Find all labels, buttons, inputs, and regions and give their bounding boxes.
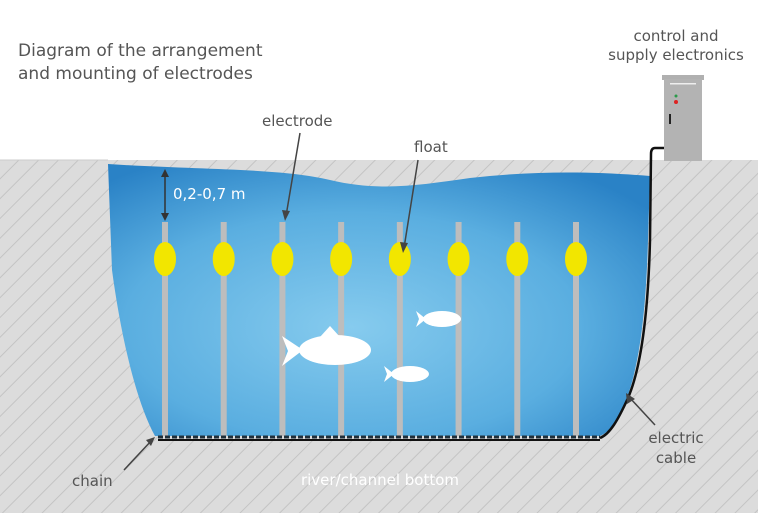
electrode-pointer bbox=[285, 132, 301, 217]
fish-large bbox=[282, 326, 371, 366]
depth-label: 0,2-0,7 m bbox=[173, 185, 246, 203]
float bbox=[447, 242, 470, 276]
electrode bbox=[279, 222, 286, 436]
float bbox=[330, 242, 353, 276]
chain-pointer bbox=[123, 439, 153, 471]
chain-label: chain bbox=[72, 472, 113, 490]
float bbox=[271, 242, 294, 276]
electrode bbox=[338, 222, 345, 436]
electric-cable bbox=[599, 146, 664, 440]
title-line1: Diagram of the arrangement bbox=[18, 41, 263, 61]
float bbox=[212, 242, 235, 276]
electrode bbox=[220, 222, 227, 436]
float-pointer bbox=[403, 159, 419, 249]
cable-label-line1: electric bbox=[648, 429, 703, 447]
electrode bbox=[162, 222, 168, 436]
control-label-line2: supply electronics bbox=[608, 46, 744, 64]
title-line2: and mounting of electrodes bbox=[18, 64, 253, 84]
green-led-icon bbox=[674, 94, 678, 98]
fish-small-2 bbox=[384, 366, 429, 382]
float bbox=[388, 242, 411, 276]
fish-small-1 bbox=[416, 311, 461, 327]
electrode-label: electrode bbox=[262, 112, 333, 130]
cabinet-handle bbox=[669, 114, 671, 124]
cable-pointer bbox=[629, 397, 656, 426]
water bbox=[108, 164, 650, 436]
depth-marker bbox=[161, 169, 169, 221]
electrode bbox=[455, 222, 462, 436]
float bbox=[506, 242, 529, 276]
float bbox=[154, 242, 176, 276]
control-label-line1: control and bbox=[634, 27, 719, 45]
electrode bbox=[396, 222, 403, 436]
electrode bbox=[514, 222, 521, 436]
control-cabinet bbox=[662, 75, 704, 161]
bottom-label: river/channel bottom bbox=[301, 471, 459, 489]
cable-label-line2: cable bbox=[656, 449, 696, 467]
red-led-icon bbox=[674, 100, 678, 104]
float-label: float bbox=[414, 138, 448, 156]
electrode bbox=[573, 222, 579, 436]
float bbox=[565, 242, 587, 276]
